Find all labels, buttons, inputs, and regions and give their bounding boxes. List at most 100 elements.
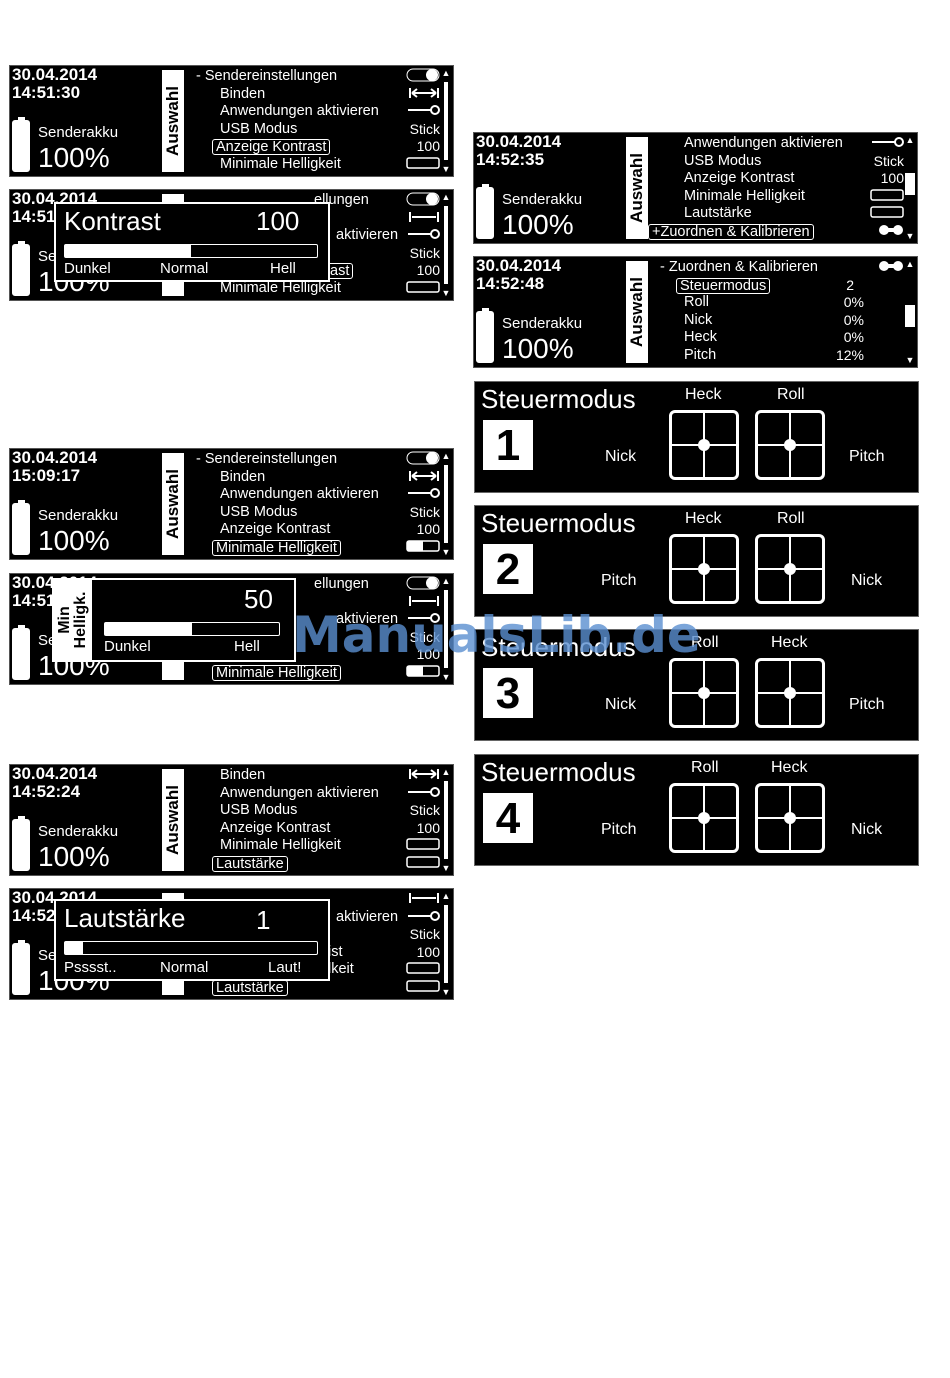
calibrate-icon [878, 223, 904, 242]
screen-zuordnen-kalibrieren: 30.04.2014 14:52:48 Senderakku 100% Ausw… [473, 256, 918, 368]
slider-high-label: Hell [270, 260, 296, 277]
menu-item[interactable]: aktivieren [196, 611, 440, 629]
scrollbar[interactable]: ▲▼ [441, 767, 451, 873]
menu-item[interactable]: Anwendungen aktivieren [196, 486, 440, 504]
settings-menu: - Sendereinstellungen Binden Anwendungen… [196, 68, 440, 173]
stick-label-left: Pitch [601, 572, 637, 589]
kontrast-slider[interactable] [64, 244, 318, 258]
lautstaerke-popup: Lautstärke 1 Psssst.. Normal Laut! [54, 899, 330, 981]
volume-bar-icon [870, 205, 904, 224]
stick-label-right: Nick [851, 821, 883, 838]
menu-item[interactable]: 100 [416, 646, 440, 662]
menu-item[interactable]: aktivieren [196, 909, 440, 927]
menu-item[interactable]: Lautstärke [196, 855, 440, 873]
steuermodus-1: Steuermodus 1 Heck Roll Nick Pitch [474, 381, 919, 493]
menu-item[interactable]: ellungen [196, 576, 440, 594]
battery-icon [12, 117, 30, 172]
menu-item[interactable]: Stick [409, 244, 440, 261]
scrollbar[interactable]: ▲▼ [905, 135, 915, 241]
menu-item[interactable]: +Zuordnen & Kalibrieren [648, 223, 904, 242]
stick-label-right: Pitch [849, 448, 885, 465]
scrollbar[interactable]: ▲▼ [905, 259, 915, 365]
auswahl-button[interactable]: Auswahl [162, 453, 184, 555]
scrollbar[interactable]: ▲▼ [441, 451, 451, 557]
screen-sendereinstellungen-kontrast: 30.04.2014 14:51:30 Senderakku 100% Ausw… [9, 65, 454, 177]
time: 14:52 [12, 906, 56, 925]
akku-label: Se [38, 632, 57, 649]
menu-item[interactable]: Anwendungen aktivieren [660, 135, 904, 153]
menu-item[interactable]: Anwendungen aktivieren [196, 785, 440, 803]
menu-item[interactable]: Binden [196, 86, 440, 104]
brightness-bar-icon [406, 156, 440, 175]
bind-icon [408, 86, 440, 105]
auswahl-button[interactable]: Auswahl [626, 261, 648, 363]
steuermodus-2: Steuermodus 2 Heck Roll Pitch Nick [474, 505, 919, 617]
menu-item[interactable] [196, 891, 440, 909]
auswahl-button[interactable]: Auswahl [162, 70, 184, 172]
stick-label-top-left: Roll [691, 759, 719, 776]
akku-label: Senderakku [38, 823, 119, 840]
menu-item[interactable] [196, 594, 440, 612]
scrollbar[interactable]: ▲▼ [441, 68, 451, 174]
menu-item[interactable]: Stick [409, 926, 440, 942]
time: 14:51 [12, 207, 56, 226]
menu-item[interactable]: Minimale Helligkeit [196, 837, 440, 855]
akku-label: Senderakku [38, 124, 119, 141]
scrollbar[interactable]: ▲▼ [441, 891, 451, 997]
stick-label-left: Pitch [601, 821, 637, 838]
akku-value: 100% [502, 209, 574, 240]
left-stick-icon [669, 534, 739, 604]
menu-item[interactable]: - Zuordnen & Kalibrieren [660, 259, 904, 277]
menu-item[interactable]: Minimale Helligkeit [196, 156, 440, 174]
menu-item[interactable]: Minimale Helligkeit [196, 280, 440, 298]
auswahl-button[interactable]: Auswahl [626, 137, 648, 239]
menu-item[interactable]: Binden [196, 469, 440, 487]
menu-item[interactable]: Lautstärke [660, 205, 904, 223]
right-stick-icon [755, 783, 825, 853]
lautstaerke-slider[interactable] [64, 941, 318, 955]
menu-item[interactable]: Minimale Helligkeit [196, 539, 440, 557]
menu-item[interactable]: Binden [196, 767, 440, 785]
mode-number: 4 [483, 793, 533, 843]
settings-menu: ellungen aktivieren Stick 100 Minimale H… [196, 576, 440, 681]
auswahl-button[interactable]: Auswahl [162, 769, 184, 871]
bind-icon [408, 767, 440, 786]
menu-item[interactable]: - Sendereinstellungen [196, 451, 440, 469]
menu-item[interactable]: Lautstärke [196, 979, 440, 997]
stick-label-left: Nick [605, 696, 637, 713]
menu-item[interactable]: Stick [409, 628, 440, 645]
menu-item[interactable]: - Sendereinstellungen [196, 68, 440, 86]
switch-icon [408, 909, 440, 928]
screen-sendereinstellungen-lautstaerke: 30.04.2014 14:52:24 Senderakku 100% Ausw… [9, 764, 454, 876]
time: 15:09:17 [12, 466, 81, 485]
scrollbar[interactable]: ▲▼ [441, 192, 451, 298]
menu-item[interactable]: aktivieren [196, 227, 440, 245]
helligkeit-popup: Min Helligk. 50 Dunkel Hell [52, 578, 296, 662]
brightness-bar-icon [406, 280, 440, 299]
menu-item[interactable]: Anwendungen aktivieren [196, 103, 440, 121]
helligkeit-slider[interactable] [104, 622, 280, 636]
menu-item[interactable]: Minimale Helligkeit [660, 188, 904, 206]
steuermodus-4: Steuermodus 4 Roll Heck Pitch Nick [474, 754, 919, 866]
menu-item[interactable]: lkeit [196, 961, 440, 979]
menu-item[interactable]: Minimale Helligkeit [196, 664, 440, 682]
menu-item[interactable] [196, 210, 440, 228]
akku-label: Senderakku [502, 315, 583, 332]
scrollbar[interactable]: ▲▼ [441, 576, 451, 682]
